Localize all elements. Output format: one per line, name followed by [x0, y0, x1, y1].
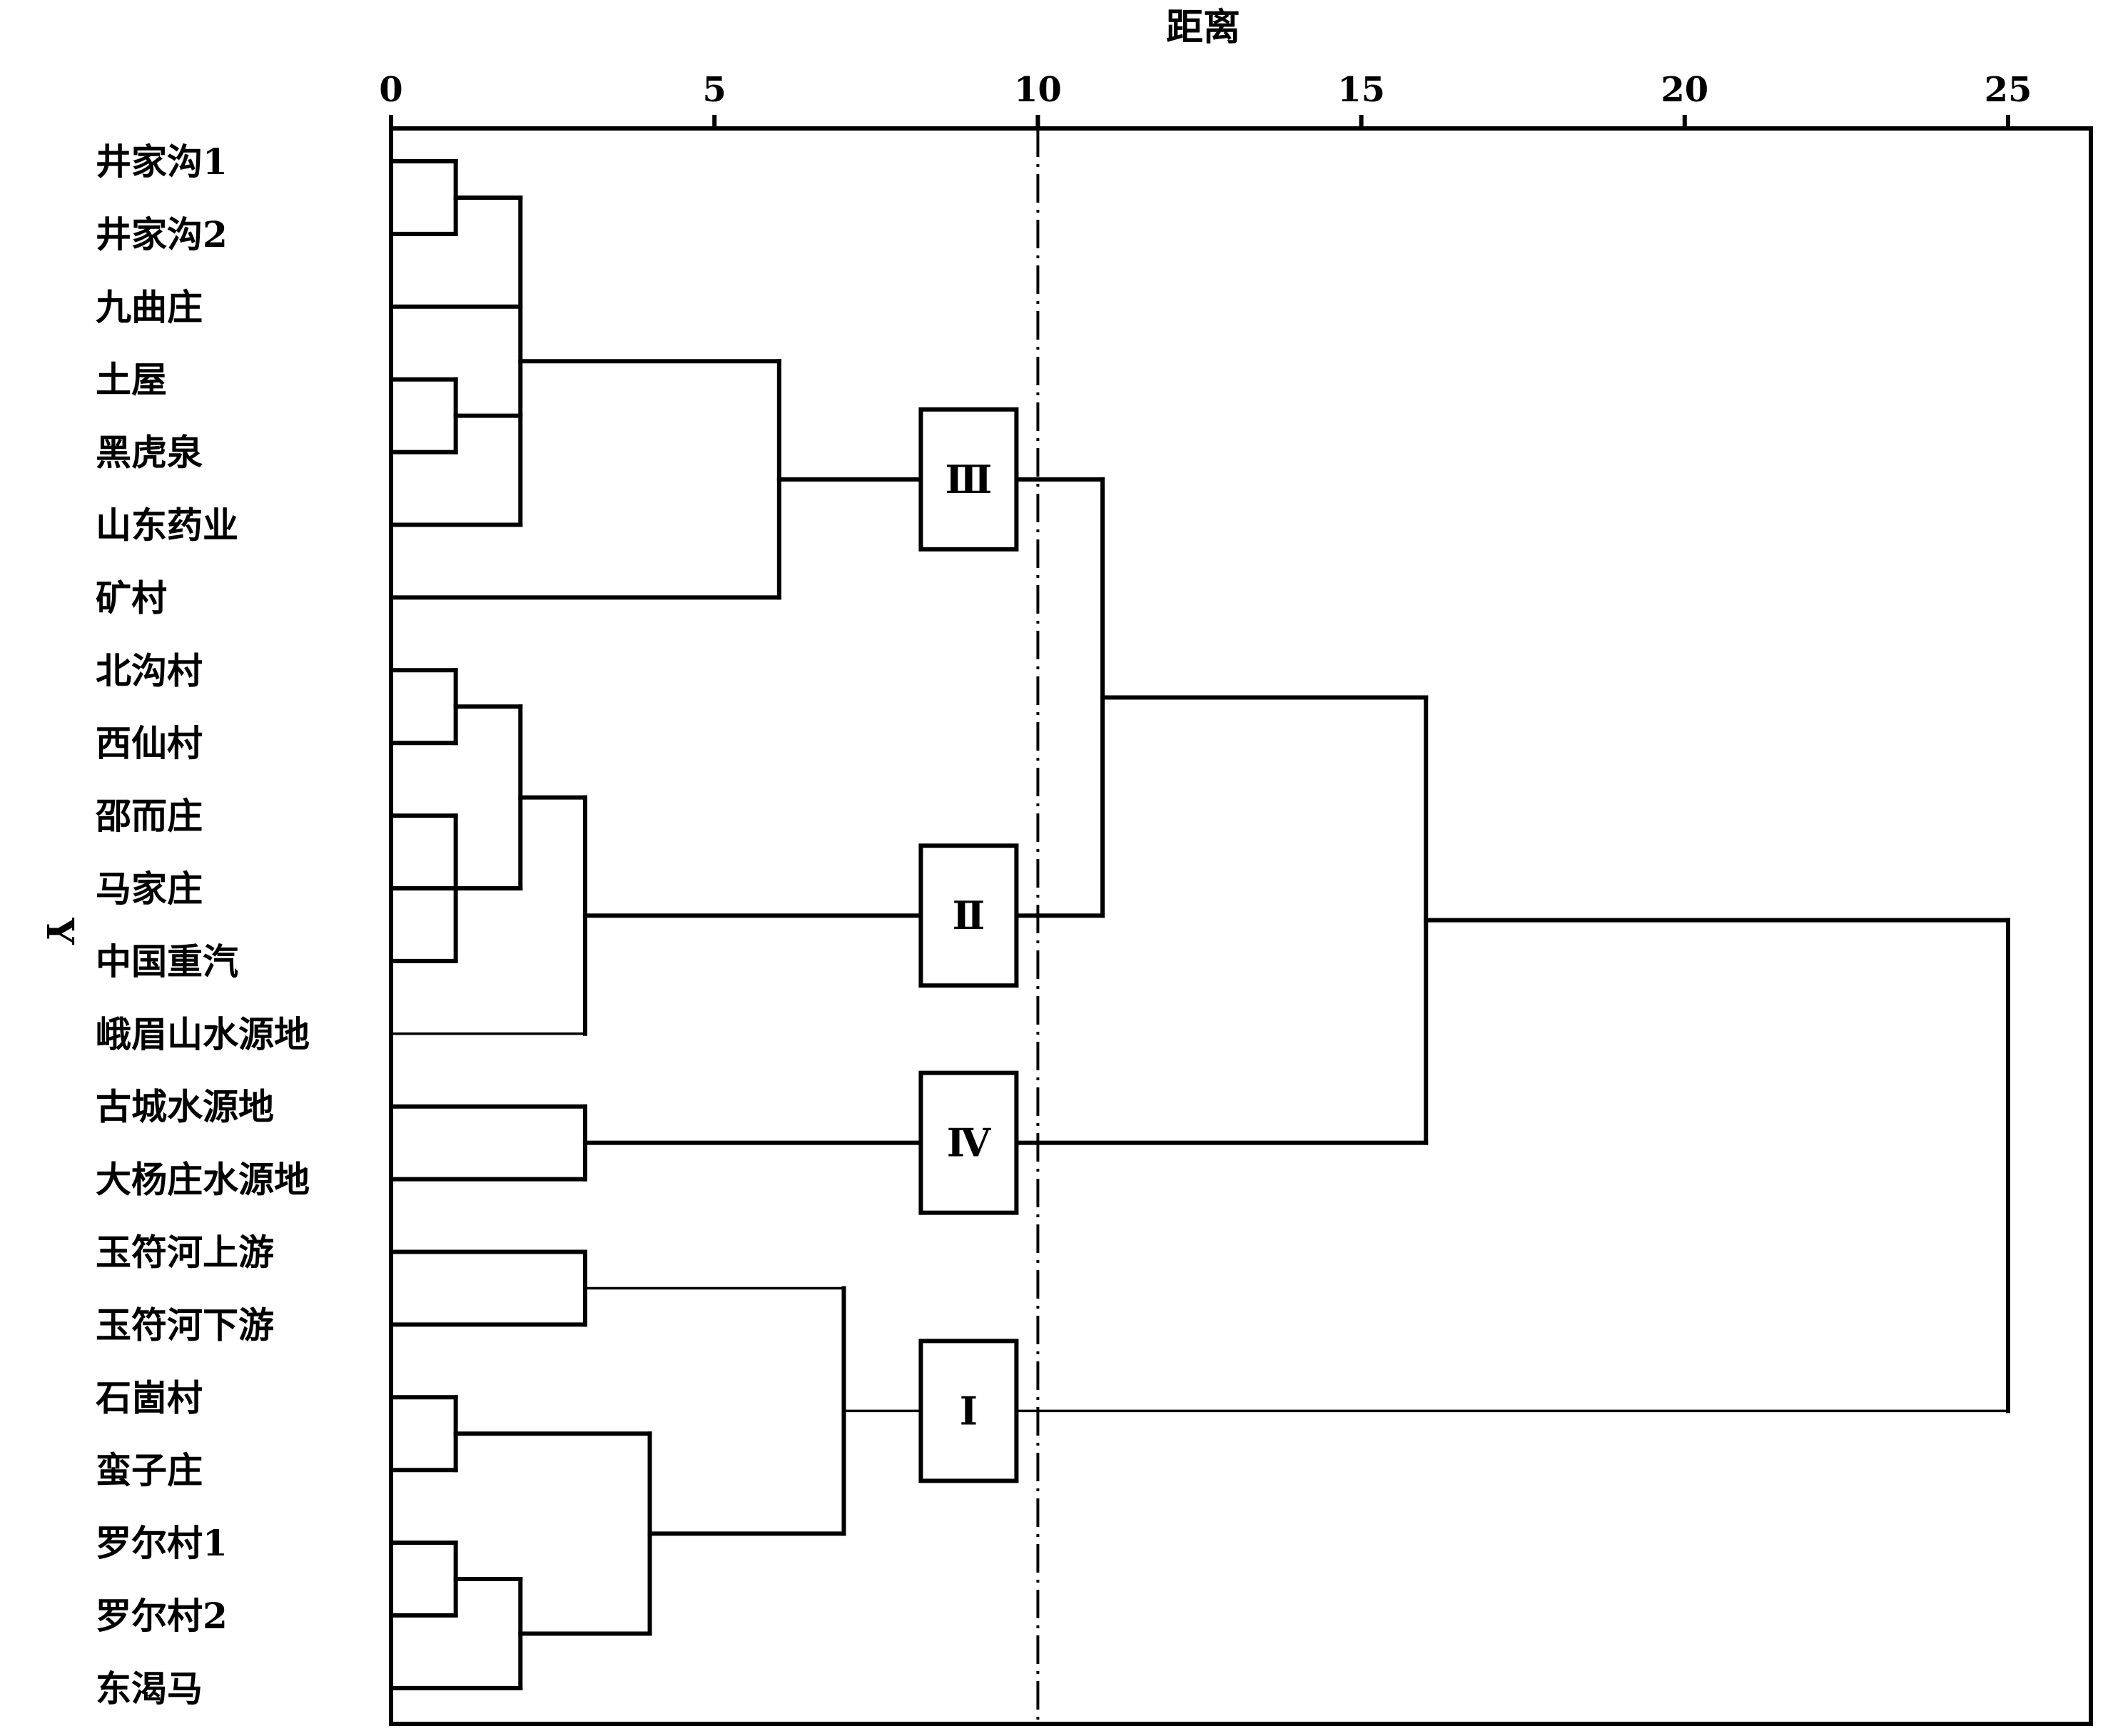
- cluster-label: Ⅲ: [946, 457, 993, 502]
- leaf-label: 蛮子庄: [96, 1449, 203, 1491]
- x-axis-title: 距离: [1166, 6, 1240, 49]
- leaf-label: 东渴马: [96, 1668, 203, 1710]
- x-tick-label: 5: [702, 70, 726, 110]
- leaf-label: 井家沟1: [96, 141, 228, 183]
- x-tick-label: 10: [1014, 70, 1062, 110]
- cluster-box: [918, 1070, 1019, 1215]
- cluster-label: Ⅱ: [953, 893, 985, 938]
- cluster-box: [918, 843, 1019, 988]
- leaf-label: 罗尔村2: [96, 1595, 228, 1637]
- leaf-label: 大杨庄水源地: [96, 1159, 310, 1201]
- leaf-label: 中国重汽: [96, 940, 238, 983]
- leaf-label: 峨眉山水源地: [96, 1013, 310, 1055]
- leaf-label: 石崮村: [96, 1376, 203, 1418]
- x-tick-label: 25: [1985, 70, 2032, 110]
- leaf-label: 西仙村: [96, 722, 203, 764]
- cluster-label: Ⅰ: [960, 1388, 978, 1433]
- cluster-box: [918, 407, 1019, 552]
- leaf-label: 井家沟2: [96, 213, 228, 255]
- plot-frame: [389, 126, 2093, 1726]
- x-tick-label: 0: [379, 70, 402, 110]
- leaf-label: 北沟村: [96, 649, 203, 691]
- leaf-label: 九曲庄: [96, 286, 203, 328]
- leaf-label: 玉符河下游: [96, 1304, 274, 1346]
- leaf-label: 马家庄: [96, 868, 203, 910]
- x-tick-label: 15: [1337, 70, 1385, 110]
- leaf-label: 土屋: [96, 359, 167, 401]
- leaf-label: 邵而庄: [95, 795, 203, 837]
- leaf-label: 山东药业: [96, 504, 238, 547]
- cluster-box: [918, 1339, 1019, 1483]
- y-axis-title: Y: [38, 917, 81, 945]
- cluster-label: Ⅳ: [947, 1120, 992, 1166]
- leaf-label: 玉符河上游: [96, 1232, 274, 1274]
- x-tick-label: 20: [1661, 70, 1708, 110]
- leaf-label: 黑虎泉: [96, 432, 203, 474]
- leaf-label: 矿村: [96, 577, 167, 619]
- leaf-label: 罗尔村1: [96, 1522, 228, 1564]
- leaf-label: 古城水源地: [96, 1086, 274, 1128]
